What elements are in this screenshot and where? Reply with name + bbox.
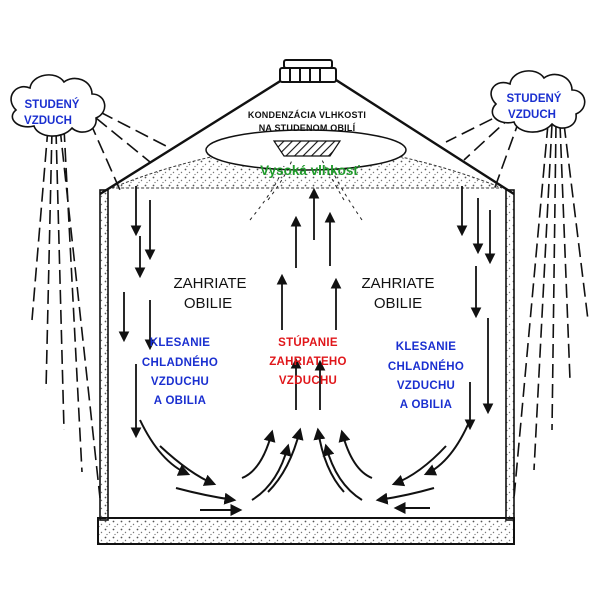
cold-rays-right	[445, 109, 589, 499]
rising-label-1: STÚPANIE	[278, 336, 338, 349]
descending-left-4: A OBILIA	[154, 395, 206, 407]
warm-grain-right-1: ZAHRIATE	[361, 275, 434, 292]
condensation-patch	[272, 140, 342, 157]
down-arrows-right	[456, 186, 496, 431]
cloud-icon	[10, 74, 106, 137]
silo-foundation	[97, 517, 515, 545]
rising-label-3: VZDUCHU	[279, 375, 337, 387]
descending-left-2: CHLADNÉHO	[142, 356, 218, 369]
descending-right-1: KLESANIE	[396, 341, 457, 353]
roof-label-2: NA STUDENOM OBILÍ	[259, 123, 356, 133]
up-arrows-center	[276, 187, 342, 410]
cloud-right-label-2: VZDUCH	[508, 109, 556, 121]
cloud-right-label-1: STUDENÝ	[507, 92, 562, 105]
humidity-label: Vysoká vlhkosť	[260, 163, 360, 178]
warm-grain-right-2: OBILIE	[374, 295, 422, 312]
down-arrows-left	[118, 186, 156, 439]
roof-label-1: KONDENZÁCIA VLHKOSTI	[248, 110, 366, 120]
rising-streaks	[249, 159, 363, 221]
rising-label-2: ZAHRIATEHO	[269, 356, 347, 368]
silo-walls	[99, 189, 515, 521]
cloud-left-label-1: STUDENÝ	[25, 98, 80, 111]
curved-arrow-icon	[139, 419, 471, 516]
roof-vent	[279, 59, 337, 83]
cold-rays-left	[31, 111, 167, 499]
descending-right-2: CHLADNÉHO	[388, 360, 464, 373]
cloud-left-label-2: VZDUCH	[24, 115, 72, 127]
descending-left-1: KLESANIE	[150, 337, 211, 349]
cloud-icon	[490, 70, 586, 133]
warm-grain-left-1: ZAHRIATE	[173, 275, 246, 292]
descending-right-3: VZDUCHU	[397, 380, 455, 392]
descending-left-3: VZDUCHU	[151, 376, 209, 388]
descending-right-4: A OBILIA	[400, 399, 452, 411]
warm-grain-left-2: OBILIE	[184, 295, 232, 312]
